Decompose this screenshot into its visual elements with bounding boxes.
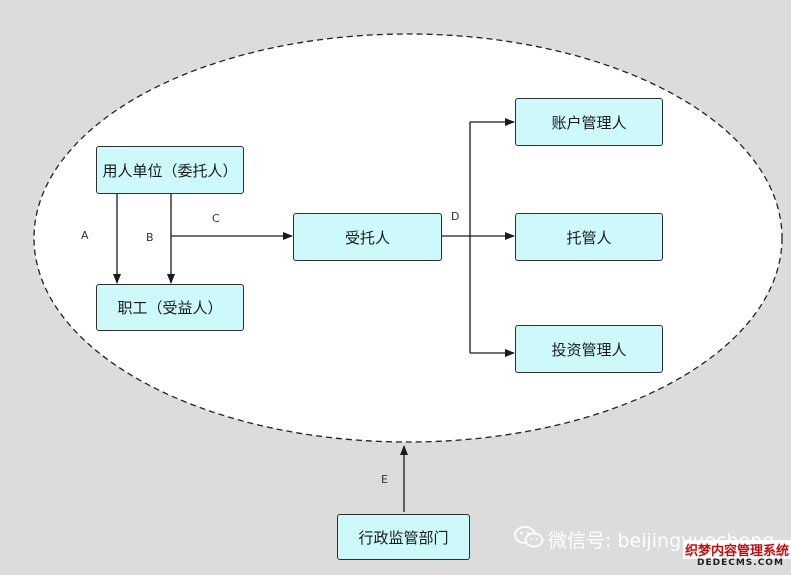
edge-label-e: E <box>381 473 388 486</box>
watermark-site-en: DEDECMS.COM <box>697 558 784 568</box>
edge-label-c: C <box>212 212 220 225</box>
edge-label-a: A <box>81 229 89 242</box>
node-investment-manager: 投资管理人 <box>515 325 663 373</box>
node-custodian: 托管人 <box>515 213 663 261</box>
wechat-icon <box>514 526 544 548</box>
node-employee: 职工（受益人） <box>96 284 244 331</box>
node-employer: 用人单位（委托人） <box>96 146 244 194</box>
edge-label-d: D <box>451 210 460 223</box>
watermark-site-cn: 织梦内容管理系统 <box>683 540 791 559</box>
node-regulator: 行政监管部门 <box>337 514 470 560</box>
node-trustee: 受托人 <box>293 213 442 261</box>
edge-label-b: B <box>146 231 154 244</box>
node-account-manager: 账户管理人 <box>515 98 663 146</box>
